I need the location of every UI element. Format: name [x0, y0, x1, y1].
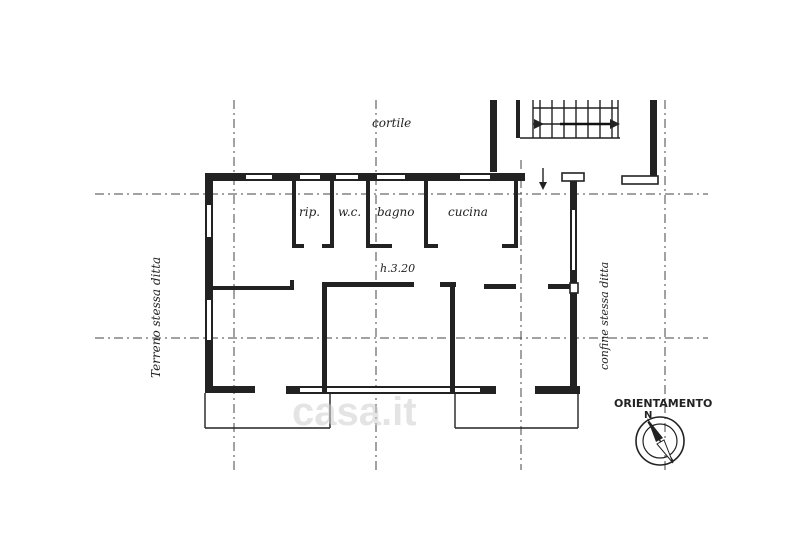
left-neighbor-label: Terreno stessa ditta	[149, 257, 163, 378]
room-label-bath: bagno	[377, 205, 414, 219]
ceiling-height-label: h.3.20	[380, 262, 415, 275]
interior-walls	[213, 181, 579, 392]
watermark-logo: casa.it	[292, 390, 417, 434]
staircase	[490, 100, 657, 178]
entrance-arrow-icon	[539, 168, 547, 190]
room-label-wc: w.c.	[338, 205, 361, 219]
compass-icon	[635, 416, 685, 466]
room-label-storage: rip.	[299, 205, 320, 219]
north-label: N	[644, 410, 652, 421]
orientation-label: ORIENTAMENTO	[614, 397, 712, 410]
courtyard-label: cortile	[372, 116, 411, 130]
room-label-kitchen: cucina	[448, 205, 488, 219]
right-neighbor-label: confine stessa ditta	[598, 262, 611, 370]
reference-grid	[95, 100, 708, 470]
